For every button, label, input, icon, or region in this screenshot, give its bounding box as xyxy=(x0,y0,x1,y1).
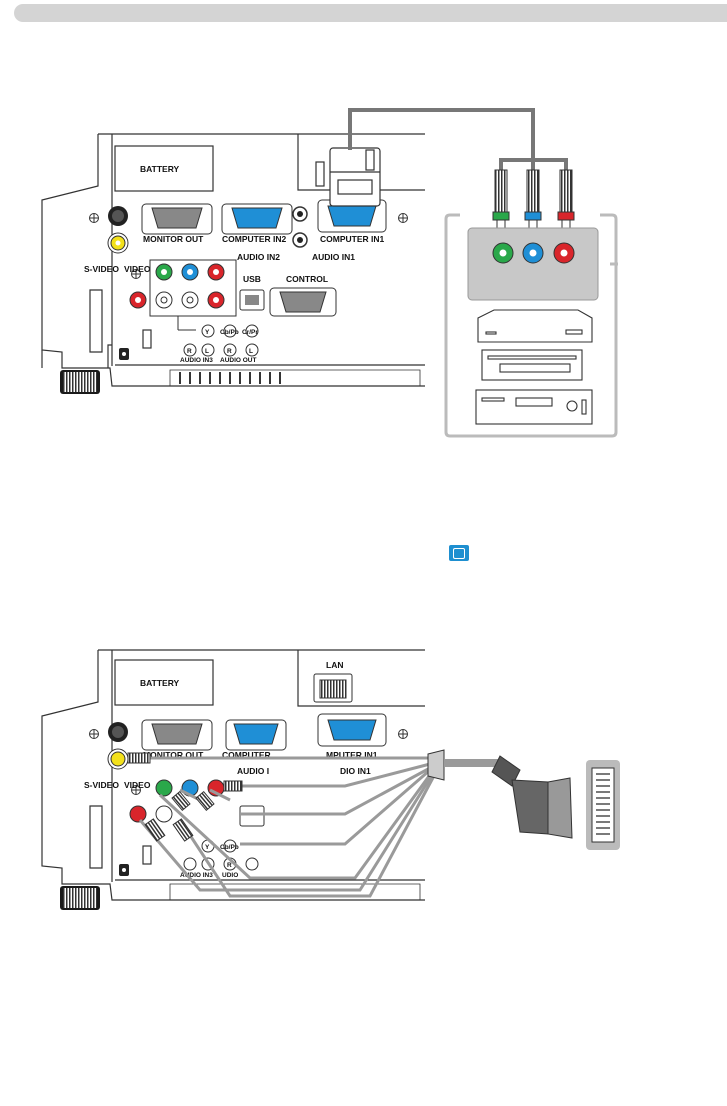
scart-connector xyxy=(427,749,620,850)
monitor-out-port[interactable] xyxy=(141,203,213,235)
rca-plug-heads xyxy=(127,752,243,842)
r-label-3: R xyxy=(227,862,232,869)
control-label: CONTROL xyxy=(286,274,328,284)
computer-in2-port[interactable] xyxy=(221,203,293,235)
component-video-jacks[interactable] xyxy=(129,259,237,317)
vent-lines xyxy=(179,372,281,384)
s-video-label: S-VIDEO xyxy=(84,264,119,274)
component-video-jacks-2[interactable] xyxy=(129,779,265,827)
book-reference-icon xyxy=(449,545,469,561)
audio-in3-partial-label: AUDIO IN3 xyxy=(180,872,213,879)
r-label: R xyxy=(187,348,192,355)
monitor-out-port-2[interactable] xyxy=(141,719,213,751)
audio-in3-out-jacks[interactable] xyxy=(177,316,259,357)
audio-out-label: AUDIO OUT xyxy=(220,357,257,364)
l-label-2: L xyxy=(249,348,253,355)
video-label: VIDEO xyxy=(124,264,151,274)
y-label: Y xyxy=(205,329,210,336)
vga-to-component-cable xyxy=(348,108,568,170)
diagram-scart-connection: BATTERY LAN S-VIDEO VIDEO MONITOR OUT xyxy=(41,649,620,910)
kensington-lock-icon xyxy=(119,348,129,360)
usb-label: USB xyxy=(243,274,261,284)
computer-label: COMPUTER xyxy=(222,750,271,760)
audio-in3-label: AUDIO IN3 xyxy=(180,357,213,364)
audio-partial-label-2: UDIO xyxy=(222,872,238,879)
audio-in2-label: AUDIO IN2 xyxy=(237,252,280,262)
computer-in1-partial-label: MPUTER IN1 xyxy=(326,750,378,760)
screw-icon xyxy=(89,213,408,279)
s-video-port-2[interactable] xyxy=(108,722,128,742)
screw-icon xyxy=(89,729,408,795)
lan-port[interactable] xyxy=(313,673,353,703)
component-plugs xyxy=(492,169,575,233)
cbpb-label-2: Cb/Pb xyxy=(220,844,239,851)
cbpb-label: Cb/Pb xyxy=(220,329,239,336)
device-bracket xyxy=(444,213,618,438)
lan-label: LAN xyxy=(326,660,343,670)
video-devices xyxy=(475,309,593,425)
video-port[interactable] xyxy=(107,232,129,254)
battery-label: BATTERY xyxy=(140,164,180,174)
computer-in2-label: COMPUTER IN2 xyxy=(222,234,287,244)
s-video-label-2: S-VIDEO xyxy=(84,780,119,790)
scart-breakout-cables xyxy=(138,756,438,898)
usb-port[interactable] xyxy=(239,289,265,311)
control-port[interactable] xyxy=(269,287,337,317)
projector-rear-panel-2 xyxy=(41,649,425,901)
diagram-component-connection: BATTERY S-VIDEO VIDEO MONITOR OUT xyxy=(41,108,618,438)
monitor-out-label-2: MONITOR OUT xyxy=(143,750,204,760)
audio-in1-partial-label: DIO IN1 xyxy=(340,766,371,776)
projector-foot-2 xyxy=(60,886,100,910)
monitor-out-label: MONITOR OUT xyxy=(143,234,204,244)
projector-rear-panel xyxy=(41,133,425,387)
l-label: L xyxy=(205,348,209,355)
audio-in1-label: AUDIO IN1 xyxy=(312,252,355,262)
projector-foot xyxy=(60,370,100,394)
video-port-2[interactable] xyxy=(107,748,129,770)
header-bar xyxy=(14,4,727,22)
crpr-label: Cr/Pr xyxy=(242,329,258,336)
y-label-2: Y xyxy=(205,844,210,851)
audio-in2-jacks[interactable] xyxy=(292,206,308,248)
s-video-port[interactable] xyxy=(108,206,128,226)
r-label-2: R xyxy=(227,348,232,355)
vga-plug xyxy=(315,147,381,207)
computer-in2-port-2[interactable] xyxy=(225,719,287,751)
audio-partial-label: AUDIO I xyxy=(237,766,269,776)
computer-in1-label: COMPUTER IN1 xyxy=(320,234,385,244)
battery-label-2: BATTERY xyxy=(140,678,180,688)
device-component-output xyxy=(467,227,599,301)
computer-in1-port-2[interactable] xyxy=(317,713,387,747)
small-jacks-2[interactable] xyxy=(183,839,259,871)
kensington-lock-icon xyxy=(119,864,129,876)
video-label-2: VIDEO xyxy=(124,780,151,790)
